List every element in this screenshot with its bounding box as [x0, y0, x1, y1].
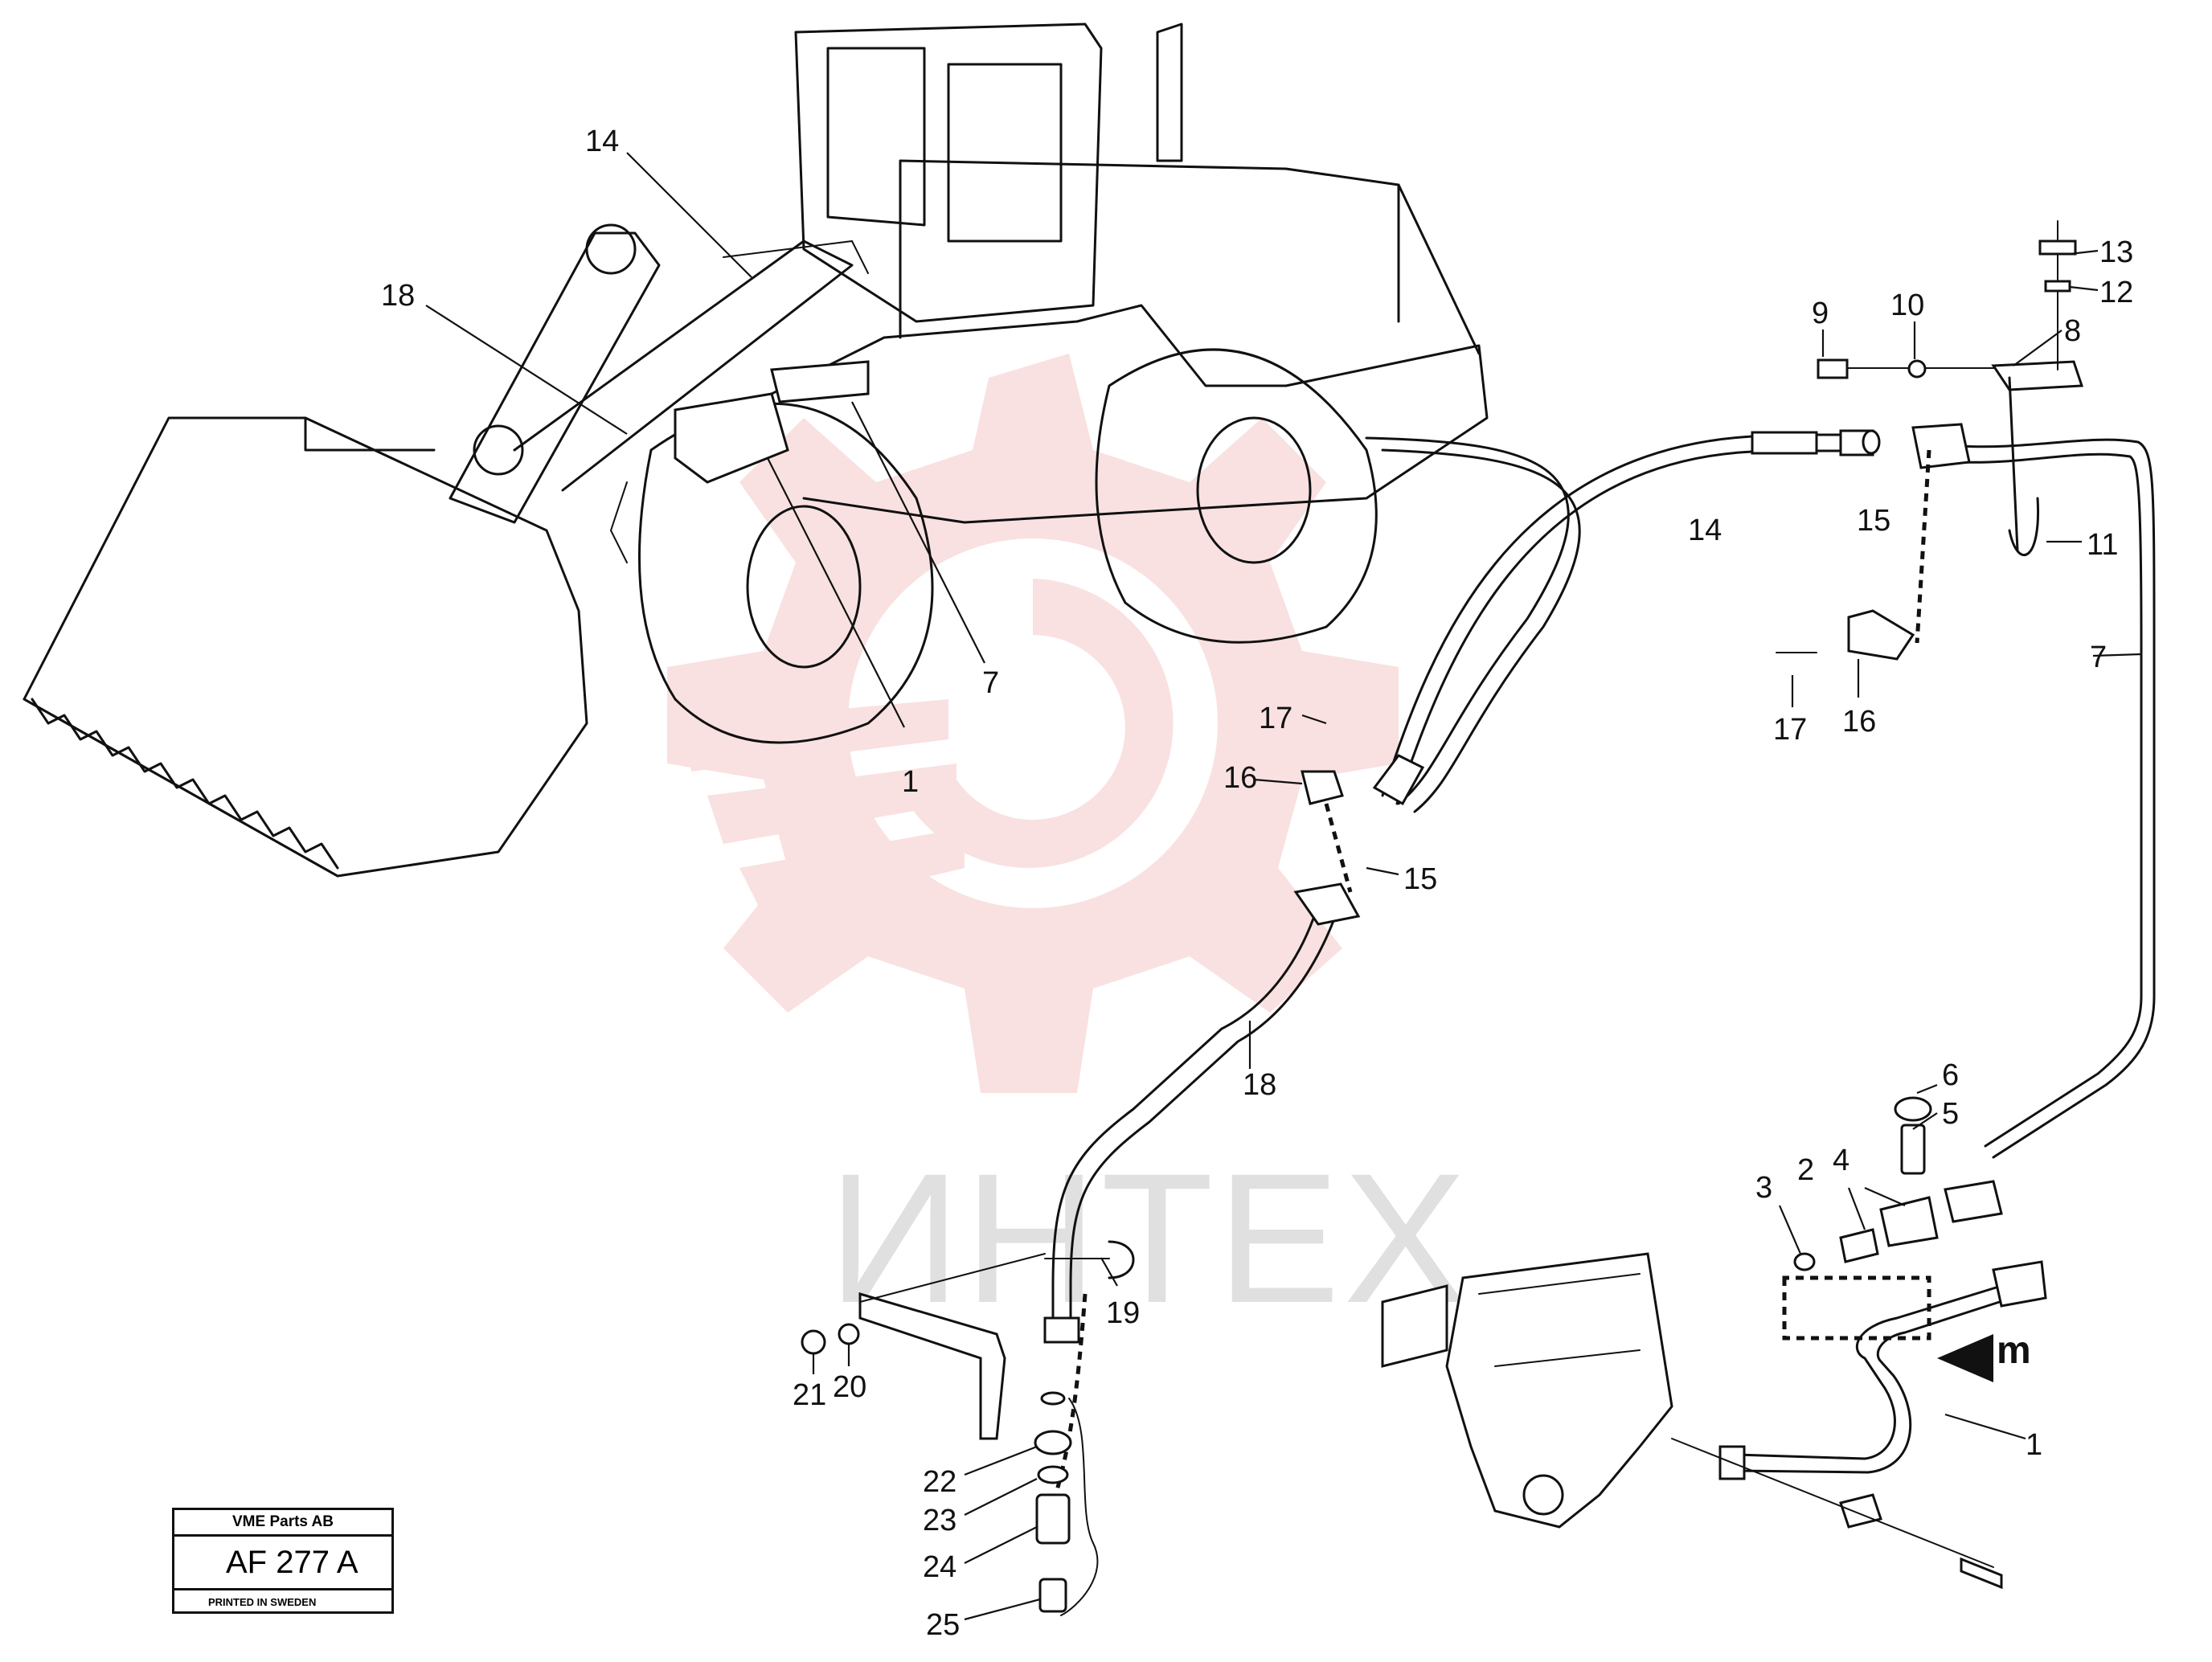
callout-17-mid: 17 — [1259, 702, 1292, 735]
title-block-code: AF 277 A — [174, 1537, 391, 1590]
callout-2: 2 — [1797, 1153, 1814, 1187]
callout-m: m — [1997, 1329, 2031, 1372]
callout-19: 19 — [1106, 1296, 1140, 1330]
callout-14-loader: 14 — [585, 125, 619, 158]
callout-21: 21 — [793, 1378, 826, 1412]
callout-17-upper: 17 — [1773, 713, 1807, 747]
title-block-printed: PRINTED IN SWEDEN — [208, 1596, 317, 1608]
coupling-stack — [1034, 1391, 1099, 1616]
callout-1-loader: 1 — [902, 765, 919, 799]
callout-13: 13 — [2099, 235, 2133, 269]
callout-11: 11 — [2087, 528, 2118, 562]
callout-15-mid: 15 — [1403, 862, 1437, 896]
callout-22: 22 — [923, 1465, 956, 1499]
callout-6: 6 — [1942, 1058, 1959, 1092]
callout-16-mid: 16 — [1223, 761, 1257, 795]
callout-15-upper: 15 — [1857, 504, 1890, 538]
callout-1: 1 — [2026, 1428, 2042, 1462]
callout-20: 20 — [833, 1370, 866, 1404]
callout-7-loader: 7 — [982, 666, 999, 700]
callout-25: 25 — [926, 1608, 960, 1642]
watermark-text: ИНТЕХ — [828, 1135, 1470, 1341]
callout-18: 18 — [1243, 1068, 1276, 1102]
callout-18-loader: 18 — [381, 279, 415, 313]
control-valve — [1381, 1252, 1673, 1529]
callout-7: 7 — [2090, 641, 2107, 674]
hose-14-assembly — [1365, 429, 1881, 813]
title-block: VME Parts AB AF 277 A PRINTED IN SWEDEN — [172, 1508, 394, 1614]
wheel-loader-drawing — [23, 23, 1489, 878]
callout-12: 12 — [2099, 276, 2133, 309]
callout-5: 5 — [1942, 1097, 1959, 1131]
pipe-18 — [1043, 770, 1361, 1344]
callout-10: 10 — [1890, 289, 1924, 322]
callout-16-upper: 16 — [1842, 705, 1876, 739]
callout-4: 4 — [1833, 1144, 1849, 1177]
callout-8: 8 — [2064, 314, 2081, 348]
callout-23: 23 — [923, 1504, 956, 1537]
title-block-company: VME Parts AB — [174, 1510, 391, 1537]
callout-24: 24 — [923, 1550, 956, 1584]
callout-3: 3 — [1755, 1171, 1772, 1205]
pipe-1 — [1671, 1260, 2047, 1590]
callout-9: 9 — [1812, 297, 1829, 330]
callout-14: 14 — [1688, 514, 1722, 547]
